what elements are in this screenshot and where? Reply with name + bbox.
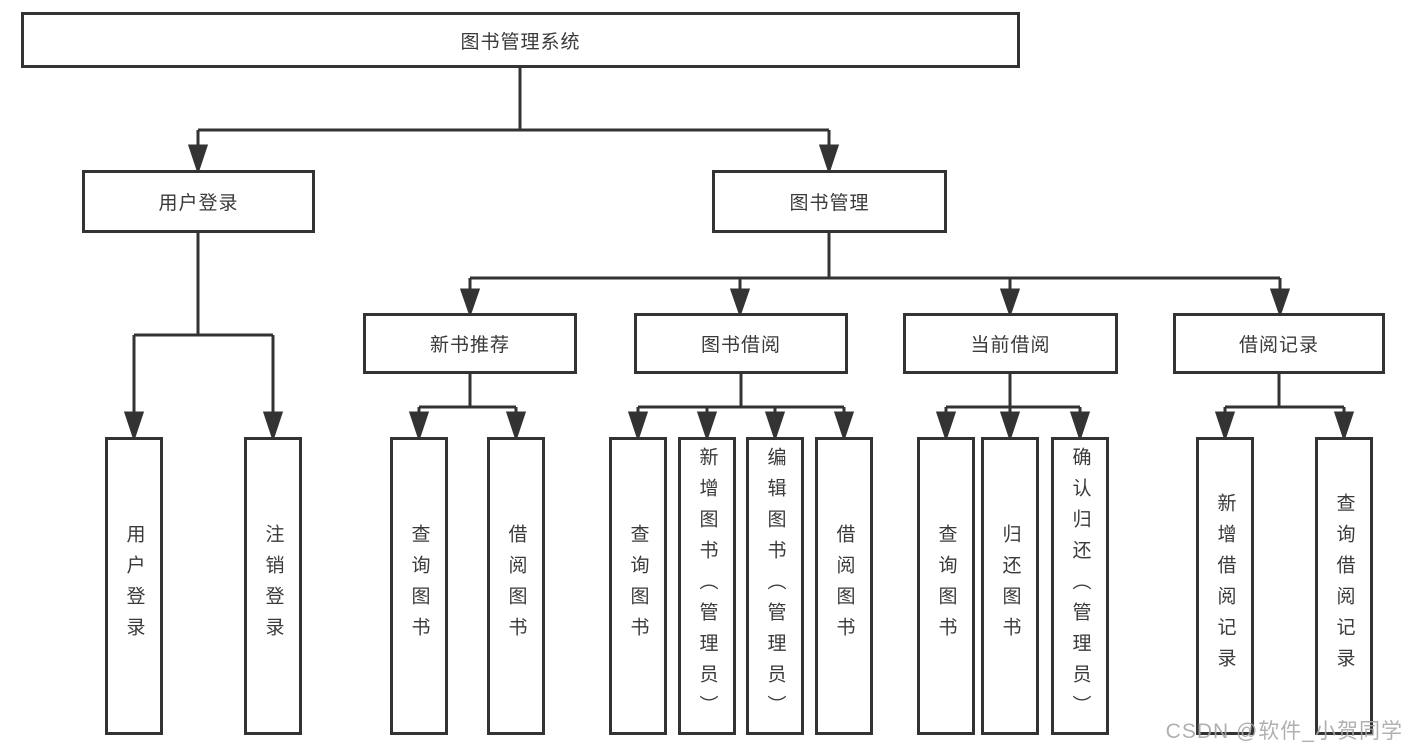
leaf-label: 归还图书 (999, 524, 1021, 648)
arrowhead (1333, 411, 1355, 442)
arrowhead (1269, 288, 1291, 318)
leaf-query-books-3: 查询图书 (917, 437, 975, 735)
leaf-query-borrow-record: 查询借阅记录 (1315, 437, 1373, 735)
leaf-label: 查询图书 (627, 524, 649, 648)
node-book-borrowing: 图书借阅 (634, 313, 848, 374)
connector-root-to-level1 (187, 68, 840, 175)
leaf-edit-books-admin: 编辑图书（管理员） (746, 437, 804, 735)
leaf-logout: 注销登录 (244, 437, 302, 735)
leaf-return-books: 归还图书 (981, 437, 1039, 735)
arrowhead (1214, 411, 1236, 442)
arrowhead (833, 411, 855, 442)
connector-book-borrow-to-leaves (627, 374, 855, 442)
arrowhead (627, 411, 649, 442)
connector-new-book-rec-to-leaves (408, 374, 527, 442)
leaf-label: 编辑图书（管理员） (764, 446, 786, 726)
connector-user-login-to-leaves (123, 233, 284, 442)
arrowhead (187, 144, 209, 175)
leaf-confirm-return-admin: 确认归还（管理员） (1051, 437, 1109, 735)
arrowhead (696, 411, 718, 442)
leaf-label: 确认归还（管理员） (1069, 446, 1091, 726)
arrowhead (999, 411, 1021, 442)
leaf-label: 借阅图书 (833, 524, 855, 648)
node-current-borrowing: 当前借阅 (903, 313, 1118, 374)
connector-borrow-records-to-leaves (1214, 374, 1355, 442)
arrowhead (935, 411, 957, 442)
connector-book-mgmt-to-level2 (459, 233, 1291, 318)
arrowhead (123, 411, 145, 442)
arrowhead (999, 288, 1021, 318)
node-new-book-recommendation: 新书推荐 (363, 313, 577, 374)
leaf-label: 查询图书 (935, 524, 957, 648)
arrowhead (505, 411, 527, 442)
arrowhead (262, 411, 284, 442)
leaf-query-books-1: 查询图书 (390, 437, 448, 735)
arrowhead (459, 288, 481, 318)
arrowhead (1069, 411, 1091, 442)
leaf-add-borrow-record: 新增借阅记录 (1196, 437, 1254, 735)
leaf-add-books-admin: 新增图书（管理员） (678, 437, 736, 735)
csdn-watermark: CSDN @软件_小贺同学 (1165, 720, 1403, 743)
leaf-borrow-books-2: 借阅图书 (815, 437, 873, 735)
arrowhead (408, 411, 430, 442)
connector-current-borrow-to-leaves (935, 374, 1091, 442)
arrowhead (764, 411, 786, 442)
leaf-borrow-books-1: 借阅图书 (487, 437, 545, 735)
leaf-label: 新增图书（管理员） (696, 446, 718, 726)
leaf-label: 借阅图书 (505, 524, 527, 648)
leaf-label: 查询图书 (408, 524, 430, 648)
node-borrowing-records: 借阅记录 (1173, 313, 1385, 374)
leaf-user-login: 用户登录 (105, 437, 163, 735)
leaf-label: 查询借阅记录 (1333, 493, 1355, 679)
leaf-query-books-2: 查询图书 (609, 437, 667, 735)
leaf-label: 注销登录 (262, 524, 284, 648)
arrowhead (818, 144, 840, 175)
arrowhead (729, 288, 751, 318)
node-root: 图书管理系统 (21, 12, 1020, 68)
node-book-management: 图书管理 (712, 170, 947, 233)
node-user-login: 用户登录 (82, 170, 315, 233)
leaf-label: 用户登录 (123, 524, 145, 648)
leaf-label: 新增借阅记录 (1214, 493, 1236, 679)
